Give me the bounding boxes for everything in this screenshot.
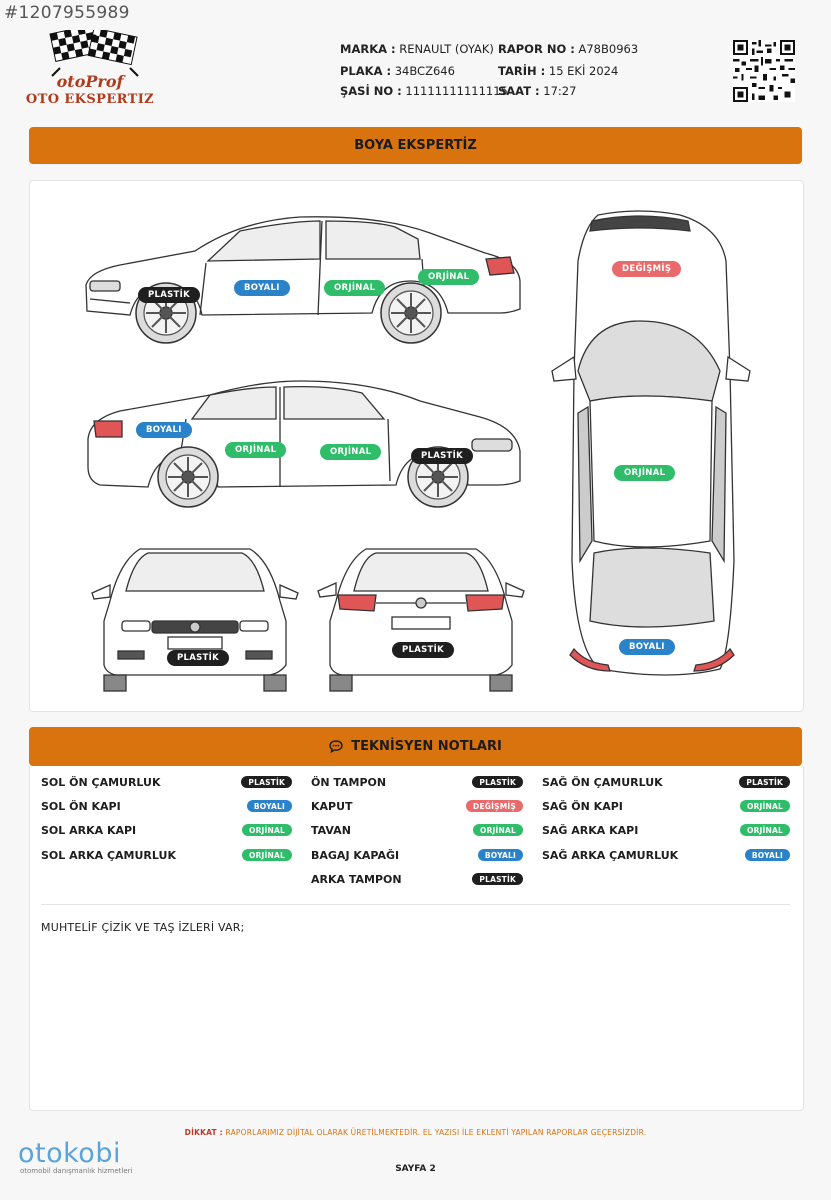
- info-rapor: RAPOR NO : A78B0963: [498, 42, 639, 56]
- status-badge: PLASTİK: [739, 776, 790, 788]
- info-tarih: TARİH : 15 EKİ 2024: [498, 64, 619, 78]
- badge-top-boyali: BOYALI: [619, 639, 675, 655]
- brand-name: otoProf: [56, 72, 124, 91]
- notes-panel: [29, 766, 804, 1111]
- badge-side1-orjinal: ORJİNAL: [324, 280, 386, 296]
- status-badge: ORJİNAL: [242, 849, 292, 861]
- status-badge: ORJİNAL: [740, 800, 790, 812]
- car-rear-view: [317, 548, 525, 692]
- badge-side1-plastik: PLASTİK: [138, 287, 200, 303]
- chat-bubble-icon: [329, 740, 343, 753]
- info-sasi: ŞASİ NO : 11111111111115: [340, 84, 508, 98]
- paint-section-title: BOYA EKSPERTİZ: [354, 138, 477, 153]
- badge-side1-boyali: BOYALI: [234, 280, 290, 296]
- badge-side2-plastik: PLASTİK: [411, 448, 473, 464]
- status-badge: ORJİNAL: [242, 824, 292, 836]
- car-top-view: [551, 210, 751, 676]
- status-badge: PLASTİK: [241, 776, 292, 788]
- badge-side1-orjinal-2: ORJİNAL: [418, 269, 480, 285]
- watermark-tagline: otomobil danışmanlık hizmetleri: [20, 1167, 133, 1175]
- info-saat: SAAT : 17:27: [498, 84, 577, 98]
- car-diagram-illustration: [85, 210, 751, 692]
- car-front-view: [91, 548, 299, 692]
- notes-divider: [41, 904, 790, 905]
- badge-front-plastik: PLASTİK: [167, 650, 229, 666]
- status-badge: ORJİNAL: [740, 824, 790, 836]
- status-badge: BOYALI: [246, 800, 292, 812]
- status-badge: PLASTİK: [472, 776, 523, 788]
- notes-section-header: TEKNİSYEN NOTLARI: [29, 727, 802, 766]
- badge-side2-orjinal: ORJİNAL: [225, 442, 287, 458]
- status-badge: ORJİNAL: [473, 824, 523, 836]
- checkered-flags-logo-icon: [49, 30, 139, 77]
- info-marka: MARKA : RENAULT (OYAK): [340, 42, 494, 56]
- badge-side2-orjinal-2: ORJİNAL: [320, 444, 382, 460]
- technician-remark: MUHTELİF ÇİZİK VE TAŞ İZLERİ VAR;: [41, 921, 245, 934]
- paint-section-header: BOYA EKSPERTİZ: [29, 127, 802, 164]
- notes-section-title: TEKNİSYEN NOTLARI: [351, 739, 502, 754]
- watermark-logo: otokobi: [18, 1138, 121, 1169]
- badge-top-degismis: DEĞİŞMİŞ: [612, 261, 682, 277]
- image-id: #1207955989: [4, 3, 130, 23]
- qr-code-icon[interactable]: [733, 40, 795, 102]
- status-badge: PLASTİK: [472, 873, 523, 885]
- badge-top-orjinal: ORJİNAL: [614, 465, 676, 481]
- badge-side2-boyali: BOYALI: [136, 422, 192, 438]
- badge-rear-plastik: PLASTİK: [392, 642, 454, 658]
- info-plaka: PLAKA : 34BCZ646: [340, 64, 455, 78]
- car-right-side-view: [87, 380, 521, 508]
- brand-subtitle: OTO EKSPERTIZ: [25, 92, 155, 107]
- page-number: SAYFA 2: [395, 1164, 436, 1174]
- status-badge: BOYALI: [477, 849, 523, 861]
- status-badge: DEĞİŞMİŞ: [466, 800, 523, 812]
- car-diagram-panel: PLASTİK BOYALI ORJİNAL ORJİNAL BOYALI OR…: [29, 180, 804, 712]
- footer-warning: DİKKAT : RAPORLARIMIZ DİJİTAL OLARAK ÜRE…: [184, 1128, 647, 1137]
- status-badge: BOYALI: [744, 849, 790, 861]
